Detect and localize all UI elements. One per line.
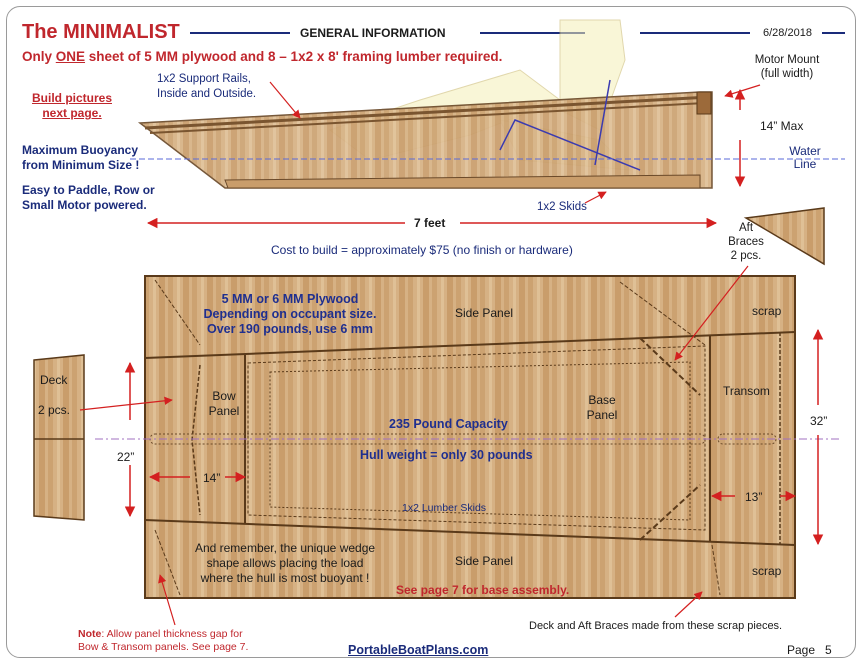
base-line1: Base [588,393,616,407]
page-frame [6,6,856,658]
hull-weight-label: Hull weight = only 30 pounds [360,448,533,462]
scrap-arrow [674,591,703,618]
bow-line2: Panel [208,404,240,418]
plywood-line1: 5 MM or 6 MM Plywood [221,292,359,306]
dim-22-label: 22” [117,450,135,464]
plywood-note: 5 MM or 6 MM Plywood Depending on occupa… [185,292,395,337]
panel-gap-note: Note: Allow panel thickness gap for Bow … [78,628,248,654]
length-label: 7 feet [414,216,446,230]
buoyancy-note: Maximum Buoyancy from Minimum Size ! [22,143,139,173]
plywood-line2: Depending on occupant size. [203,307,377,321]
build-pictures-note: Build pictures next page. [26,91,118,121]
page-label: Page [787,643,816,657]
wedge-line3: where the hull is most buoyant ! [200,571,370,585]
skids-label: 1x2 Skids [537,201,587,213]
scrap-top-label: scrap [752,304,782,318]
site-link[interactable]: PortableBoatPlans.com [348,643,489,657]
bow-panel-label: Bow Panel [200,389,248,419]
side-panel-bottom-label: Side Panel [455,554,514,568]
support-rails-arrow [269,81,301,119]
scrap-bottom-label: scrap [752,564,782,578]
deck-label: Deck [40,373,68,387]
motor-mount-label: Motor Mount (full width) [737,53,837,81]
skids-arrow [584,191,607,204]
note-arrow [158,574,176,626]
requirement-emphasis: ONE [55,49,86,64]
build-pictures-line1: Build pictures [31,91,112,105]
aft-braces-label: Aft Braces 2 pcs. [722,221,770,263]
hull-side-view [137,79,713,189]
capacity-label: 235 Pound Capacity [389,417,508,431]
aft-brace-arrow [674,265,749,361]
support-rails-label: 1x2 Support Rails, Inside and Outside. [157,72,256,102]
requirement-after: sheet of 5 MM plywood and 8 – 1x2 x 8' f… [85,49,503,64]
bow-line1: Bow [212,389,236,403]
deck-arrow [79,396,173,411]
plan-date: 6/28/2018 [763,27,812,39]
build-pictures-line2: next page. [42,106,102,120]
cost-label: Cost to build = approximately $75 (no fi… [271,243,573,257]
note-line2: Bow & Transom panels. See page 7. [78,641,249,653]
dim-14-label: 14” [203,471,221,485]
aft-braces-line2: Braces [728,236,764,248]
wedge-line2: shape allows placing the load [206,556,364,570]
support-rails-line1: 1x2 Support Rails, [157,73,251,85]
deck-count: 2 pcs. [38,403,71,417]
wedge-note: And remember, the unique wedge shape all… [178,541,392,586]
base-line2: Panel [586,408,618,422]
paddle-note: Easy to Paddle, Row or Small Motor power… [22,183,155,213]
dim-13-label: 13” [745,490,763,504]
requirement-before: Only [22,49,56,64]
water-line2: Line [793,157,817,171]
support-rails-line2: Inside and Outside. [157,88,257,100]
base-assembly-note: See page 7 for base assembly. [396,583,570,597]
lumber-skids-label: 1x2 Lumber Skids [402,502,487,514]
note-label: Note [78,628,102,640]
page-number-value: 5 [825,643,832,657]
aft-brace-piece [743,207,825,266]
buoyancy-line2: from Minimum Size ! [22,158,140,172]
max-height-label: 14” Max [760,119,804,133]
note-line1: Note: Allow panel thickness gap for [78,628,248,641]
scrap-pieces-note: Deck and Aft Braces made from these scra… [529,620,783,632]
page-title: The MINIMALIST [22,21,180,43]
buoyancy-line1: Maximum Buoyancy [22,143,139,157]
aft-braces-line3: 2 pcs. [730,250,762,262]
transom-label: Transom [723,384,770,398]
water-line-label: Water Line [778,145,832,171]
requirement-line: Only ONE sheet of 5 MM plywood and 8 – 1… [22,49,502,64]
section-title: GENERAL INFORMATION [300,26,446,40]
plywood-line3: Over 190 pounds, use 6 mm [206,322,374,336]
motor-mount-block [696,91,712,115]
wedge-line1: And remember, the unique wedge [194,541,376,555]
plywood-sheet [144,275,796,599]
note-text1: : Allow panel thickness gap for [101,628,243,640]
water-line1: Water [789,144,821,158]
motor-mount-arrow [724,84,761,98]
motor-mount-line2: (full width) [760,68,814,80]
paddle-line2: Small Motor powered. [22,198,147,212]
base-panel-label: Base Panel [578,393,626,423]
side-panel-top-label: Side Panel [455,306,514,320]
paddle-line1: Easy to Paddle, Row or [22,183,155,197]
dim-32-label: 32” [810,414,828,428]
page-number: Page 5 [787,643,832,657]
aft-braces-line1: Aft [738,222,754,234]
deck-piece [33,354,85,521]
motor-mount-line1: Motor Mount [754,54,820,66]
